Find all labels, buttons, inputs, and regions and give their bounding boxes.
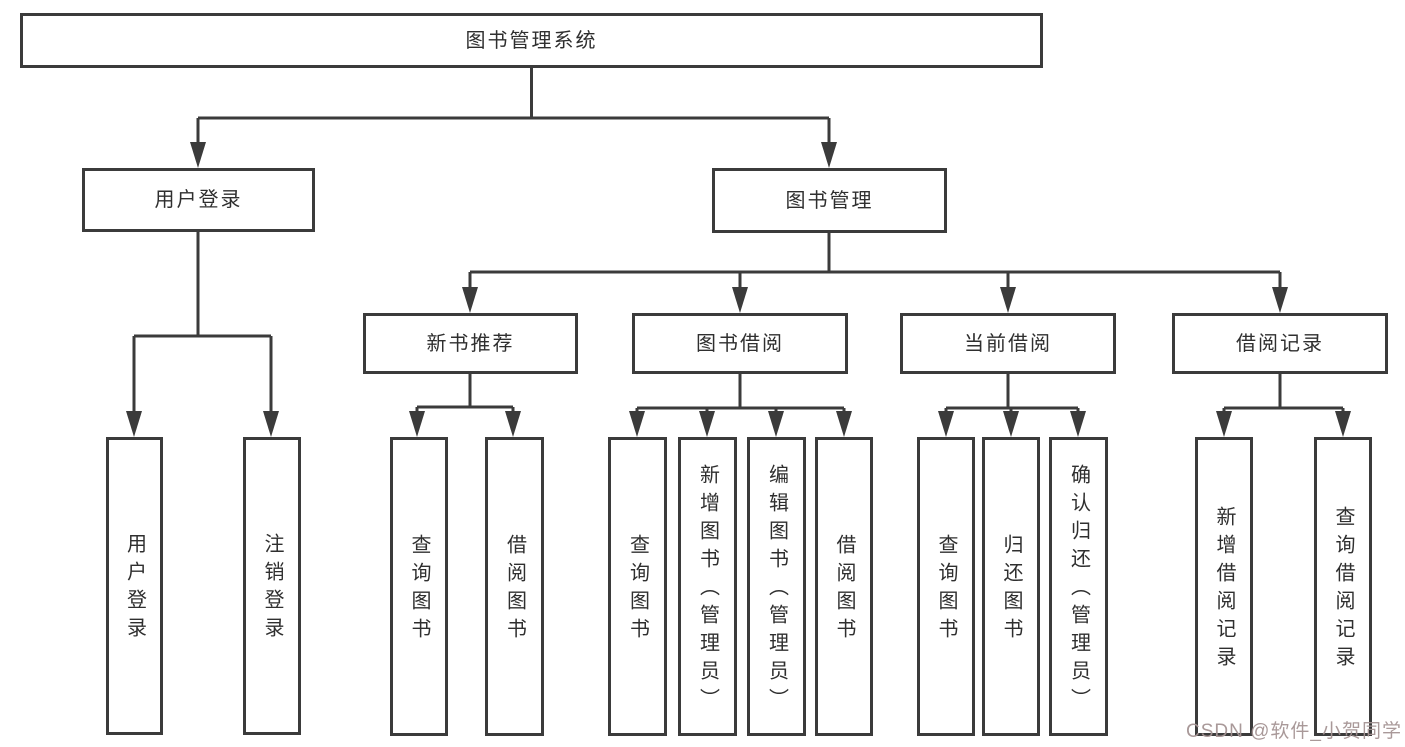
edge-cat-current-to-leaves [944, 374, 1080, 413]
edge-mgmt-to-categories [468, 233, 1282, 289]
node-new-book-recommend: 新书推荐 [363, 313, 578, 374]
leaf-edit-book-admin: 编辑图书（管理员） [747, 437, 806, 736]
edge-root-to-level2 [196, 68, 831, 144]
edge-cat-records-to-leaves [1222, 374, 1345, 413]
leaf-query-borrow-record: 查询借阅记录 [1314, 437, 1372, 736]
node-library-system: 图书管理系统 [20, 13, 1043, 68]
leaf-user-login: 用户登录 [106, 437, 163, 735]
leaf-logout: 注销登录 [243, 437, 301, 735]
leaf-confirm-return-admin: 确认归还（管理员） [1049, 437, 1108, 736]
csdn-watermark: CSDN @软件_小贺同学 [1186, 721, 1402, 742]
node-book-borrow: 图书借阅 [632, 313, 848, 374]
leaf-add-book-admin: 新增图书（管理员） [678, 437, 737, 736]
leaf-add-borrow-record: 新增借阅记录 [1195, 437, 1253, 736]
edge-cat-newbook-to-leaves [415, 374, 515, 413]
leaf-borrow-books-recommend: 借阅图书 [485, 437, 544, 736]
node-book-management: 图书管理 [712, 168, 947, 233]
leaf-query-books-current: 查询图书 [917, 437, 975, 736]
arrowhead-icons [126, 142, 1351, 437]
edge-login-to-leaves [132, 232, 273, 413]
node-user-login: 用户登录 [82, 168, 315, 232]
leaf-query-books-borrow: 查询图书 [608, 437, 667, 736]
node-borrow-records: 借阅记录 [1172, 313, 1388, 374]
leaf-return-book: 归还图书 [982, 437, 1040, 736]
edge-cat-borrow-to-leaves [635, 374, 846, 413]
node-current-borrow: 当前借阅 [900, 313, 1116, 374]
leaf-query-books-recommend: 查询图书 [390, 437, 448, 736]
leaf-borrow-books: 借阅图书 [815, 437, 873, 736]
